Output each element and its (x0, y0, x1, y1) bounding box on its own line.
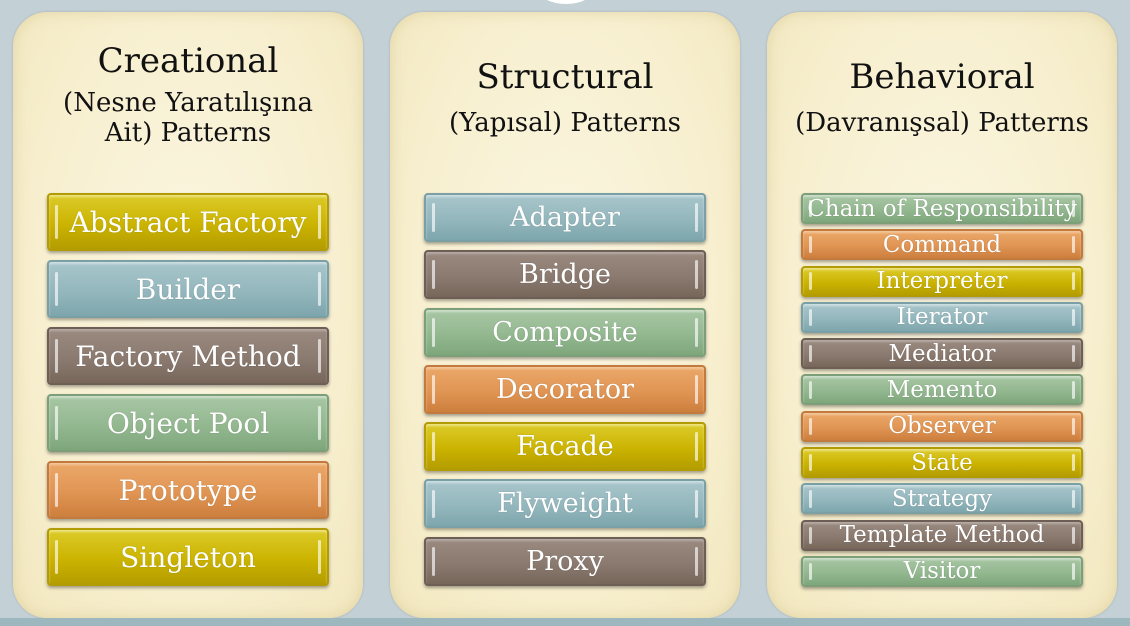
pattern-iterator: Iterator (801, 301, 1083, 333)
creational-panel: Creational (Nesne Yaratılışına Ait) Patt… (13, 12, 363, 618)
pattern-abstract-factory: Abstract Factory (47, 193, 329, 251)
pattern-memento: Memento (801, 374, 1083, 406)
pattern-list: Abstract Factory Builder Factory Method … (47, 193, 329, 595)
pattern-command: Command (801, 229, 1083, 261)
pattern-observer: Observer (801, 410, 1083, 442)
pattern-visitor: Visitor (801, 555, 1083, 587)
pattern-interpreter: Interpreter (801, 265, 1083, 297)
pattern-state: State (801, 447, 1083, 479)
pattern-adapter: Adapter (424, 193, 706, 242)
column-title: Creational (97, 41, 279, 81)
pattern-strategy: Strategy (801, 483, 1083, 515)
pattern-composite: Composite (424, 307, 706, 357)
structural-panel: Structural (Yapısal) Patterns Adapter Br… (390, 12, 740, 618)
pattern-singleton: Singleton (47, 528, 329, 586)
behavioral-panel: Behavioral (Davranışsal) Patterns Chain … (767, 12, 1117, 618)
column-title: Behavioral (849, 57, 1035, 97)
pattern-flyweight: Flyweight (424, 479, 706, 529)
creational-header: Creational (Nesne Yaratılışına Ait) Patt… (13, 40, 363, 148)
pattern-prototype: Prototype (47, 461, 329, 519)
pattern-facade: Facade (424, 422, 706, 472)
structural-header: Structural (Yapısal) Patterns (390, 56, 740, 138)
behavioral-header: Behavioral (Davranışsal) Patterns (767, 56, 1117, 138)
column-subtitle: (Nesne Yaratılışına Ait) Patterns (63, 88, 313, 148)
pattern-list: Chain of Responsibility Command Interpre… (801, 193, 1083, 592)
pattern-template-method: Template Method (801, 519, 1083, 551)
pattern-mediator: Mediator (801, 338, 1083, 370)
bottom-strip (0, 618, 1130, 626)
pattern-builder: Builder (47, 260, 329, 318)
pattern-proxy: Proxy (424, 536, 706, 586)
pattern-object-pool: Object Pool (47, 394, 329, 452)
pattern-bridge: Bridge (424, 250, 706, 300)
column-subtitle: (Davranışsal) Patterns (795, 108, 1089, 138)
pattern-decorator: Decorator (424, 364, 706, 414)
pattern-factory-method: Factory Method (47, 327, 329, 385)
pattern-chain-of-responsibility: Chain of Responsibility (801, 193, 1083, 224)
top-decorative-circle (538, 0, 594, 4)
column-title: Structural (476, 57, 654, 97)
pattern-list: Adapter Bridge Composite Decorator Facad… (424, 193, 706, 594)
column-subtitle: (Yapısal) Patterns (449, 108, 681, 138)
